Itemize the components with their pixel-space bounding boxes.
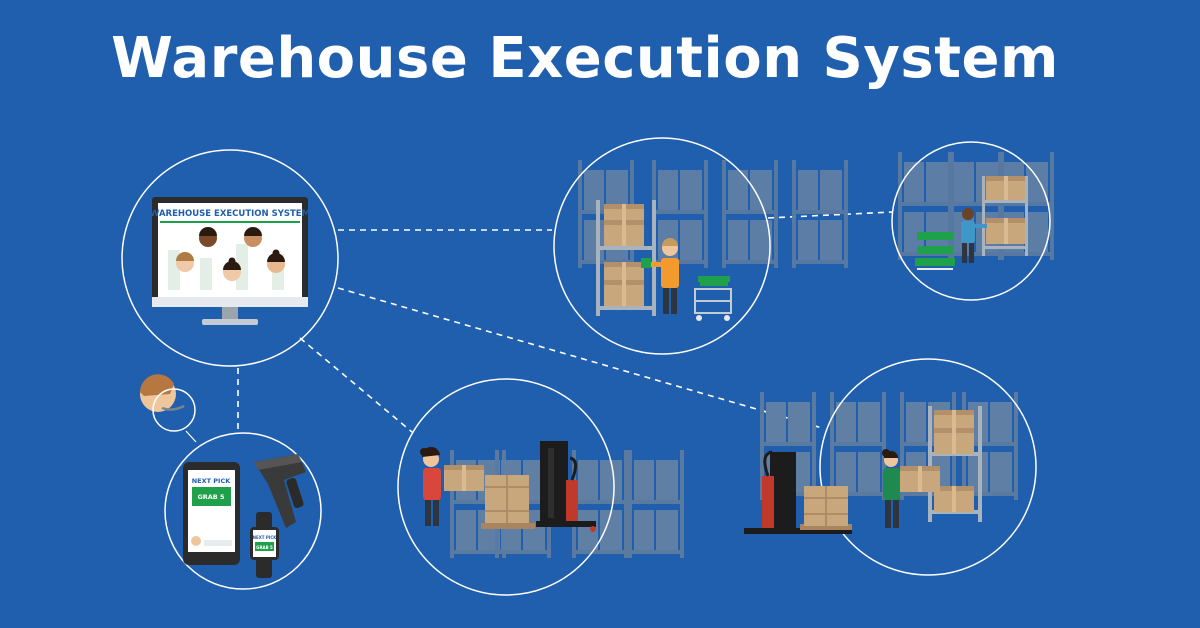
putaway-circle [744, 358, 1037, 576]
pick-cart [694, 276, 732, 321]
pallet-jack-icon [744, 450, 852, 534]
worker-cart [961, 208, 987, 263]
link-monitor-to-putaway [337, 287, 823, 429]
page-title: Warehouse Execution System [111, 26, 1059, 91]
phone-grab-button: GRAB 5 [197, 493, 225, 501]
headset-operator [140, 374, 197, 443]
link-picking-to-cart [767, 211, 893, 219]
cart-with-totes [915, 232, 955, 270]
scanner-icon [254, 454, 306, 528]
operator-face-icon [176, 252, 194, 272]
operator-face-icon [267, 249, 285, 273]
pallet-circle [397, 378, 684, 596]
watch-next-pick: NEXT PICK [253, 535, 278, 540]
operator-face-icon [223, 257, 241, 281]
pallet-jack-icon [536, 441, 596, 532]
phone-next-pick: NEXT PICK [192, 477, 232, 485]
worker-picking [641, 238, 679, 314]
monitor-screen-title: WAREHOUSE EXECUTION SYSTEM [150, 209, 310, 219]
devices-circle: NEXT PICK GRAB 5 NEXT PICK GRAB 5 [164, 432, 322, 590]
cart-picking-circle [891, 141, 1051, 301]
operator-face-icon [244, 227, 262, 247]
watch-icon: NEXT PICK GRAB 5 [250, 512, 279, 578]
operator-face-icon [199, 227, 217, 247]
picked-item-icon [641, 258, 651, 268]
headset-icon [161, 404, 185, 411]
link-monitor-to-pallet [299, 337, 413, 433]
picking-circle [553, 137, 771, 355]
connector-lines [237, 211, 893, 433]
monitor-circle: WAREHOUSE EXECUTION SYSTEM [121, 149, 339, 367]
worker-pallet [420, 446, 484, 526]
worker-putaway [882, 449, 940, 528]
watch-grab-button: GRAB 5 [256, 545, 273, 550]
